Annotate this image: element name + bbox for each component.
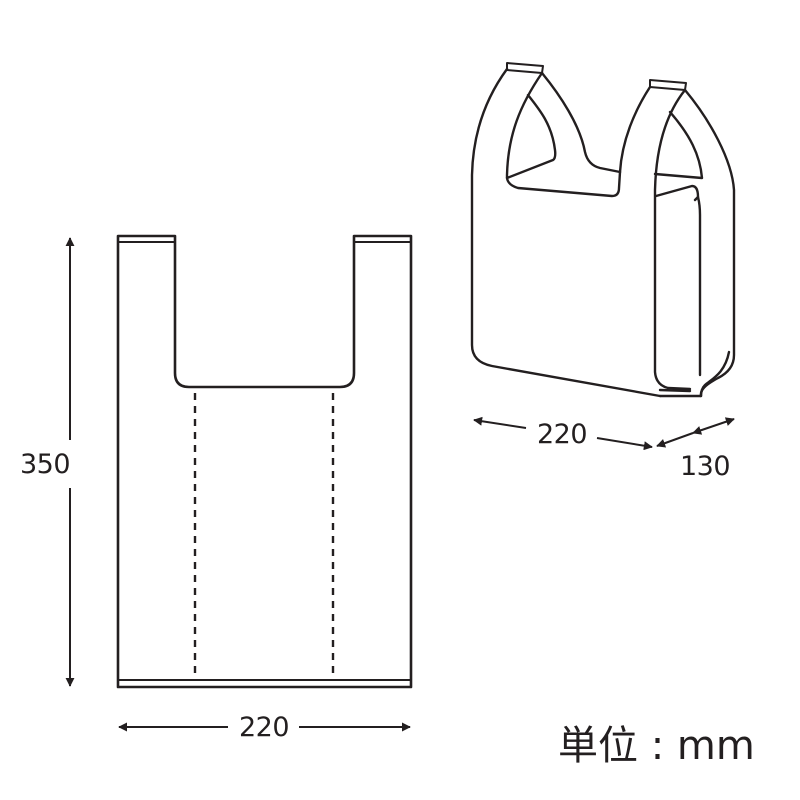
perspective-left-handle-seal (506, 62, 544, 74)
perspective-width-arrow-left (473, 416, 527, 429)
flat-bag-view (116, 234, 413, 689)
perspective-left-handle-outer (540, 71, 622, 174)
perspective-right-handle-inner-loop (653, 110, 704, 180)
perspective-right-handle-inner (653, 88, 692, 391)
perspective-front-opening (505, 170, 622, 198)
perspective-width-label: 220 (537, 419, 588, 450)
perspective-right-handle-left-edge (618, 85, 652, 174)
perspective-gusset-dimension (656, 417, 735, 448)
perspective-front-panel (470, 67, 662, 398)
perspective-bottom-tail-inner (658, 388, 692, 393)
perspective-gusset-arrow (692, 417, 735, 435)
perspective-bag-view (470, 62, 736, 398)
perspective-right-handle-seal (649, 79, 687, 91)
perspective-gusset-label: 130 (680, 451, 731, 482)
perspective-gusset-arrow-lower (656, 432, 694, 448)
perspective-gusset-fold-top (654, 184, 700, 199)
unit-label: 単位 : mm (558, 723, 755, 769)
perspective-bottom-tail (658, 350, 731, 398)
perspective-gusset-fold (693, 195, 702, 377)
perspective-left-handle-inner (505, 71, 557, 180)
flat-bag-outline (116, 234, 413, 689)
width-dimension-label: 220 (239, 712, 290, 743)
perspective-width-dimension (473, 416, 653, 451)
height-dimension-label: 350 (20, 449, 71, 480)
perspective-width-arrow-right (596, 437, 653, 451)
perspective-gusset-outer (683, 88, 736, 398)
